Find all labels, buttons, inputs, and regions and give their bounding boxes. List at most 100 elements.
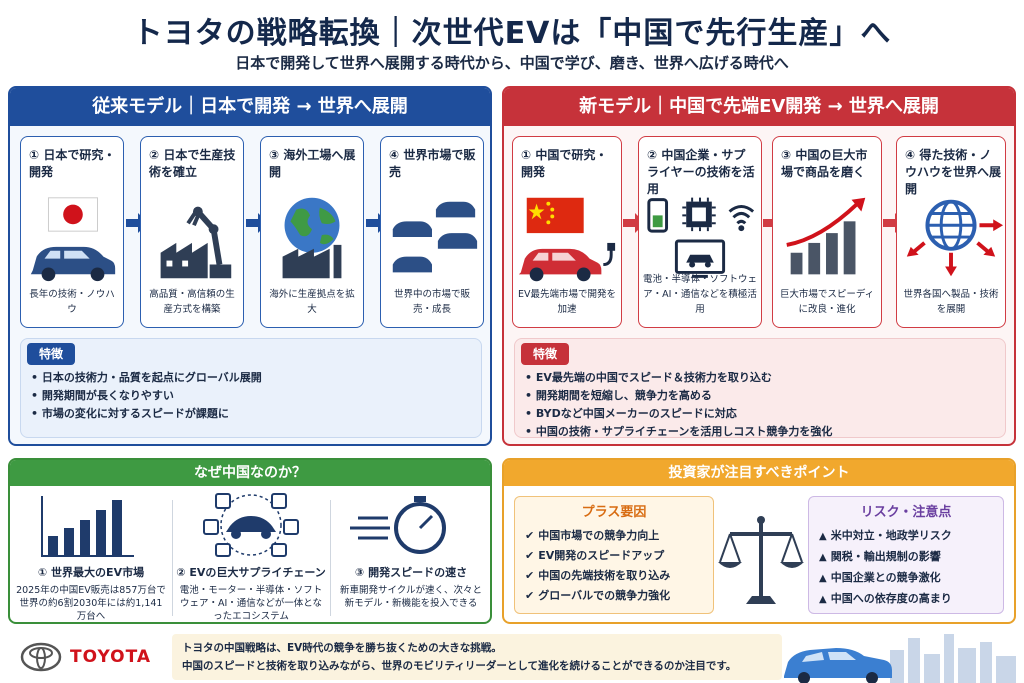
divider — [330, 500, 331, 616]
step-note: 世界各国へ製品・技術を展開 — [903, 289, 999, 315]
plus-text: EV開発のスピードアップ — [538, 549, 665, 562]
step-title: ② 日本で生産技術を確立 — [149, 148, 236, 179]
reason-title: ① 世界最大のEV市場 — [37, 566, 145, 579]
step-note: EV最先端市場で開発を加速 — [517, 289, 616, 315]
brand-name: TOYOTA — [70, 647, 152, 667]
japan-flag-car-icon — [30, 197, 116, 282]
warning-icon: ▲ — [819, 531, 827, 542]
robot-arm-factory-icon — [160, 206, 232, 279]
step-note: 電池・半導体・ソフトウェア・AI・通信などを積極活用 — [643, 274, 758, 315]
new-step-3: ③ 中国の巨大市場で商品を磨く 巨大市場でスピーディに改良・進化 — [772, 136, 882, 328]
reason-body: 電池・モーター・半導体・ソフトウェア・AI・通信などが一体となったエコシステム — [179, 585, 323, 622]
feature-item: 開発期間を短縮し、競争力を高める — [525, 387, 999, 405]
old-step-3: ③ 海外工場へ展開 海外に生産拠点を拡大 — [260, 136, 364, 328]
plus-text: 中国の先端技術を取り込み — [538, 569, 671, 582]
new-step-4: ④ 得た技術・ノウハウを世界へ展開 世界各国へ製品・技術を展開 — [896, 136, 1006, 328]
feature-item: 中国の技術・サプライチェーンを活用しコスト競争力を強化 — [525, 423, 999, 441]
feature-item: 市場の変化に対するスピードが課題に — [31, 405, 475, 423]
warning-icon: ▲ — [819, 552, 827, 563]
divider — [172, 500, 173, 616]
risk-text: 米中対立・地政学リスク — [830, 529, 952, 542]
stopwatch-icon — [350, 496, 446, 554]
risk-item: ▲中国企業との競争激化 — [819, 568, 1003, 589]
feature-item: EV最先端の中国でスピード＆技術力を取り込む — [525, 369, 999, 387]
reason-body: 2025年の中国EV販売は857万台で世界の約6割2030年には約1,141万台… — [16, 585, 166, 622]
reason-title: ③ 開発スピードの速さ — [354, 566, 468, 579]
features-tag: 特徴 — [27, 343, 76, 365]
features-tag: 特徴 — [521, 343, 570, 365]
footer: TOYOTA トヨタの中国戦略は、EV時代の競争を勝ち抜くための大きな挑戦。 中… — [0, 630, 1024, 683]
check-icon: ✔ — [525, 589, 535, 602]
new-model-heading: 新モデル｜中国で先端EV開発 → 世界へ展開 — [504, 88, 1014, 126]
feature-item: BYDなど中国メーカーのスピードに対応 — [525, 405, 999, 423]
bar-chart-icon — [41, 496, 134, 557]
risk-box: リスク・注意点 ▲米中対立・地政学リスク ▲関税・輸出規制の影響 ▲中国企業との… — [808, 496, 1004, 614]
supply-network-icon — [203, 493, 299, 557]
cars-icon — [392, 201, 478, 273]
step-note: 巨大市場でスピーディに改良・進化 — [779, 289, 875, 315]
plus-item: ✔中国の先端技術を取り込み — [525, 566, 713, 586]
check-icon: ✔ — [525, 549, 535, 562]
risk-text: 中国企業との競争激化 — [830, 571, 941, 584]
step-note: 海外に生産拠点を拡大 — [269, 289, 355, 315]
feature-item: 日本の技術力・品質を起点にグローバル展開 — [31, 369, 475, 387]
check-icon: ✔ — [525, 529, 535, 542]
step-title: ③ 海外工場へ展開 — [269, 148, 356, 179]
globe-arrows-icon — [906, 199, 1004, 277]
globe-factory-icon — [282, 197, 342, 279]
investor-panel: 投資家が注目すべきポイント プラス要因 ✔中国市場での競争力向上 ✔EV開発のス… — [502, 458, 1016, 624]
risk-item: ▲中国への依存度の高まり — [819, 589, 1003, 610]
new-model-panel: 新モデル｜中国で先端EV開発 → 世界へ展開 ① 中国で研究・開発 EV最先端市… — [502, 86, 1016, 446]
step-title: ② 中国企業・サプライヤーの技術を活用 — [647, 148, 755, 196]
feature-item: 開発期間が長くなりやすい — [31, 387, 475, 405]
step-title: ③ 中国の巨大市場で商品を磨く — [781, 148, 868, 179]
step-title: ④ 世界市場で販売 — [389, 148, 476, 179]
why-china-heading: なぜ中国なのか？ — [10, 460, 490, 486]
new-step-2: ② 中国企業・サプライヤーの技術を活用 電池・半導体・ソフトウェア・AI・通信な… — [638, 136, 762, 328]
reason-title: ② EVの巨大サプライチェーン — [176, 566, 326, 579]
closing-message: トヨタの中国戦略は、EV時代の競争を勝ち抜くための大きな挑戦。 中国のスピードと… — [172, 634, 782, 680]
plus-text: グローバルでの競争力強化 — [538, 589, 671, 602]
plus-factors-box: プラス要因 ✔中国市場での競争力向上 ✔EV開発のスピードアップ ✔中国の先端技… — [514, 496, 714, 614]
balance-scale-icon — [718, 516, 804, 604]
page-subtitle: 日本で開発して世界へ展開する時代から、中国で学び、磨き、世界へ広げる時代へ — [235, 54, 789, 72]
step-note: 世界中の市場で販売・成長 — [393, 289, 470, 315]
old-model-heading: 従来モデル｜日本で開発 → 世界へ展開 — [10, 88, 490, 126]
old-step-4: ④ 世界市場で販売 世界中の市場で販売・成長 — [380, 136, 484, 328]
step-title: ① 中国で研究・開発 — [521, 148, 608, 179]
check-icon: ✔ — [525, 569, 535, 582]
why-china-panel: なぜ中国なのか？ ① 世界最大のEV市場 2025年の中国EV販売は857万台で… — [8, 458, 492, 624]
reason-body: 新車開発サイクルが速く、次々と新モデル・新機能を投入できる — [339, 585, 483, 609]
closing-line: トヨタの中国戦略は、EV時代の競争を勝ち抜くための大きな挑戦。 — [182, 642, 502, 654]
plus-item: ✔グローバルでの競争力強化 — [525, 586, 713, 606]
plus-heading: プラス要因 — [581, 505, 647, 520]
plus-item: ✔EV開発のスピードアップ — [525, 546, 713, 566]
step-title: ④ 得た技術・ノウハウを世界へ展開 — [905, 148, 1002, 196]
reason-speed: ③ 開発スピードの速さ 新車開発サイクルが速く、次々と新モデル・新機能を投入でき… — [336, 492, 486, 622]
growth-chart-icon — [786, 197, 866, 275]
reason-supply-chain: ② EVの巨大サプライチェーン 電池・モーター・半導体・ソフトウェア・AI・通信… — [176, 492, 326, 622]
risk-text: 関税・輸出規制の影響 — [830, 550, 941, 563]
old-step-2: ② 日本で生産技術を確立 高品質・高信頼の生産方式を構築 — [140, 136, 244, 328]
risk-item: ▲関税・輸出規制の影響 — [819, 547, 1003, 568]
battery-chip-wifi-icon — [647, 197, 755, 278]
plus-item: ✔中国市場での競争力向上 — [525, 526, 713, 546]
old-step-1: ① 日本で研究・開発 長年の技術・ノウハウ — [20, 136, 124, 328]
city-skyline-car-icon — [784, 634, 1016, 683]
plus-text: 中国市場での競争力向上 — [538, 529, 660, 542]
warning-icon: ▲ — [819, 594, 827, 605]
step-title: ① 日本で研究・開発 — [29, 148, 116, 179]
risk-item: ▲米中対立・地政学リスク — [819, 526, 1003, 547]
toyota-emblem-icon — [20, 642, 62, 672]
page-title: トヨタの戦略転換｜次世代EVは「中国で先行生産」へ — [132, 16, 892, 51]
risk-heading: リスク・注意点 — [860, 505, 952, 520]
old-features-box: 特徴 日本の技術力・品質を起点にグローバル展開 開発期間が長くなりやすい 市場の… — [20, 338, 482, 438]
new-step-1: ① 中国で研究・開発 EV最先端市場で開発を加速 — [512, 136, 622, 328]
warning-icon: ▲ — [819, 573, 827, 584]
step-note: 長年の技術・ノウハウ — [29, 289, 115, 315]
closing-line: 中国のスピードと技術を取り込みながら、世界のモビリティリーダーとして進化を続ける… — [182, 660, 737, 672]
reason-ev-market: ① 世界最大のEV市場 2025年の中国EV販売は857万台で世界の約6割203… — [16, 492, 166, 622]
toyota-logo: TOYOTA — [20, 640, 160, 674]
investor-heading: 投資家が注目すべきポイント — [504, 460, 1014, 486]
china-flag-ev-icon — [518, 197, 616, 282]
